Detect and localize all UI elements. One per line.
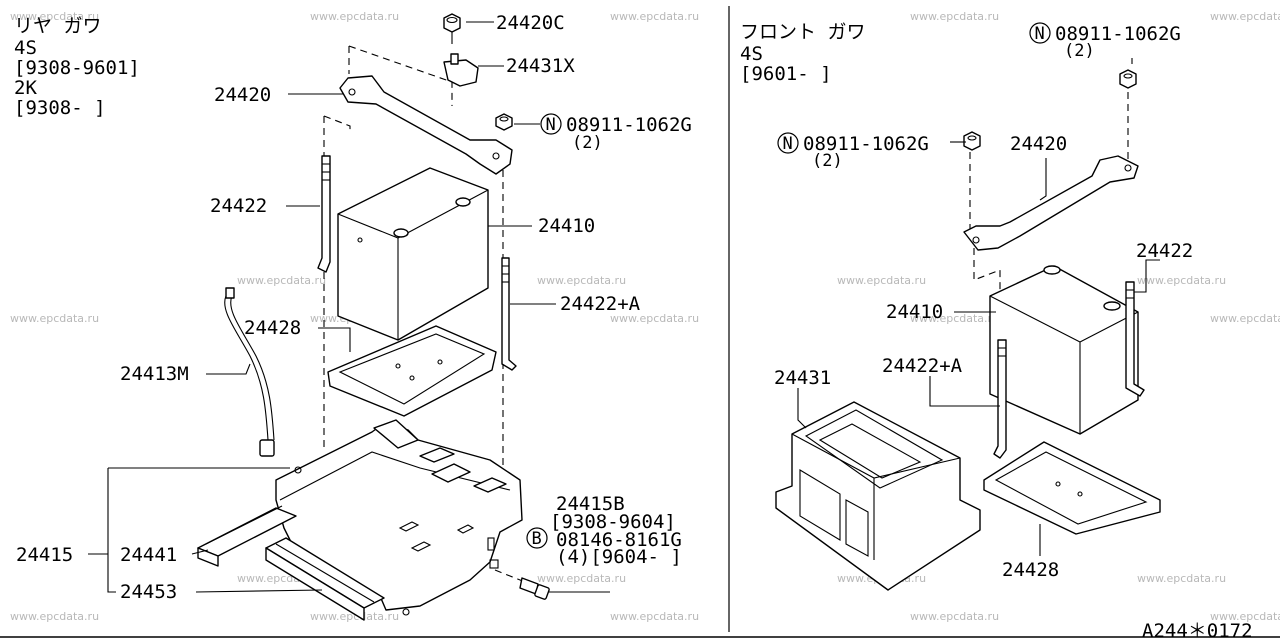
nut-08911-top-drawing	[1119, 69, 1137, 89]
rod-24422a-drawing	[993, 339, 1007, 459]
battery-24410-drawing	[989, 265, 1139, 435]
diagram-code: A244＊0172	[1142, 620, 1253, 640]
n-symbol-letter: N	[783, 134, 793, 154]
watermark: www.epcdata.ru	[610, 312, 699, 325]
watermark: www.epcdata.ru	[610, 610, 699, 623]
b-symbol: B	[526, 527, 548, 549]
label-24415b-range: [9308-9604]	[550, 511, 676, 533]
rod-24422a-drawing	[501, 257, 517, 371]
label-08911-1062g-top: 08911-1062G	[1055, 23, 1181, 45]
leader-line	[1134, 259, 1160, 293]
base-bracket-24415-drawing	[275, 419, 523, 616]
header-line-2: 4S	[740, 43, 763, 65]
n-symbol-letter: N	[546, 115, 556, 135]
cover-24431-drawing	[775, 401, 981, 591]
tray-24428-drawing	[327, 325, 497, 417]
jrod-24422-drawing	[1125, 281, 1145, 397]
label-24441: 24441	[120, 544, 177, 566]
leader-line	[318, 327, 351, 352]
bolt-08146-drawing	[519, 577, 550, 600]
watermark: www.epcdata.ru	[910, 312, 999, 325]
watermark: www.epcdata.ru	[10, 10, 99, 23]
watermark: www.epcdata.ru	[10, 610, 99, 623]
watermark: www.epcdata.ru	[1210, 610, 1280, 623]
label-24410: 24410	[538, 215, 595, 237]
label-08911-left-qty: (2)	[812, 151, 843, 171]
nut-24420c-drawing	[443, 13, 461, 44]
vent-tube-24413m-drawing	[224, 287, 275, 457]
label-08911-1062g: 08911-1062G	[566, 114, 692, 136]
label-24422a: 24422+A	[560, 293, 641, 315]
watermark: www.epcdata.ru	[1210, 10, 1280, 23]
right-panel: フロント ガワ 4S [9601- ]	[740, 21, 1193, 591]
label-24422: 24422	[1136, 240, 1193, 262]
assembly-guide	[323, 115, 351, 134]
watermark: www.epcdata.ru	[910, 10, 999, 23]
label-24422: 24422	[210, 195, 267, 217]
label-24431x: 24431X	[506, 55, 575, 77]
battery-24410-drawing	[337, 167, 489, 341]
watermark: www.epcdata.ru	[837, 274, 926, 287]
tray-24428-drawing	[983, 441, 1161, 535]
label-08146-qty: (4)[9604- ]	[556, 546, 682, 568]
watermark: www.epcdata.ru	[10, 312, 99, 325]
label-24428: 24428	[1002, 559, 1059, 581]
watermark: www.epcdata.ru	[537, 274, 626, 287]
leader-line	[797, 388, 807, 429]
header-line-1: リヤ ガワ	[14, 15, 101, 37]
assembly-guide	[973, 248, 1001, 300]
holddown-bar-24420-drawing	[339, 75, 513, 175]
n-symbol: N	[777, 132, 799, 154]
label-24410: 24410	[886, 301, 943, 323]
jrod-24422-drawing	[317, 155, 331, 273]
header-line-2: 4S	[14, 37, 37, 59]
rail-24453-drawing	[265, 537, 385, 621]
watermark: www.epcdata.ru	[910, 610, 999, 623]
header-line-1: フロント ガワ	[740, 21, 865, 43]
nut-08911-left-drawing	[963, 131, 981, 151]
left-panel: リヤ ガワ 4S [9308-9601] 2K [9308- ]	[14, 12, 692, 621]
leader-line	[929, 376, 1000, 407]
leader-line	[195, 589, 323, 593]
b-symbol-letter: B	[532, 529, 542, 549]
label-08911-top-qty: (2)	[1064, 41, 1095, 61]
watermark: www.epcdata.ru	[1210, 312, 1280, 325]
watermark: www.epcdata.ru	[237, 274, 326, 287]
label-24420: 24420	[1010, 133, 1067, 155]
watermark: www.epcdata.ru	[1137, 274, 1226, 287]
label-24420: 24420	[214, 84, 271, 106]
label-08146-8161g: 08146-8161G	[556, 529, 682, 551]
n-symbol: N	[540, 113, 562, 135]
header-line-3: [9601- ]	[740, 63, 832, 85]
header-line-4: 2K	[14, 77, 37, 99]
nut-08911-drawing	[495, 113, 513, 131]
n-symbol-letter: N	[1035, 24, 1045, 44]
label-24428: 24428	[244, 317, 301, 339]
header-line-3: [9308-9601]	[14, 57, 140, 79]
watermark: www.epcdata.ru	[310, 610, 399, 623]
leader-line	[191, 549, 209, 555]
label-24415b: 24415B	[556, 493, 625, 515]
label-24431: 24431	[774, 367, 831, 389]
rail-24441-drawing	[197, 505, 297, 567]
label-08911-qty: (2)	[572, 133, 603, 153]
watermark: www.epcdata.ru	[537, 572, 626, 585]
bracket-24431x-drawing	[443, 53, 479, 87]
watermark: www.epcdata.ru	[1137, 572, 1226, 585]
watermark: www.epcdata.ru	[310, 10, 399, 23]
label-24420c: 24420C	[496, 12, 565, 34]
label-24453: 24453	[120, 581, 177, 603]
leader-line	[1039, 158, 1047, 201]
leader-line	[107, 468, 116, 593]
label-24413m: 24413M	[120, 363, 189, 385]
leader-line	[206, 363, 251, 375]
label-24415: 24415	[16, 544, 73, 566]
n-symbol: N	[1029, 22, 1051, 44]
watermark: www.epcdata.ru	[610, 10, 699, 23]
header-line-5: [9308- ]	[14, 97, 106, 119]
label-08911-1062g-left: 08911-1062G	[803, 133, 929, 155]
holddown-bar-24420-drawing	[963, 155, 1139, 251]
label-24422a: 24422+A	[882, 355, 963, 377]
